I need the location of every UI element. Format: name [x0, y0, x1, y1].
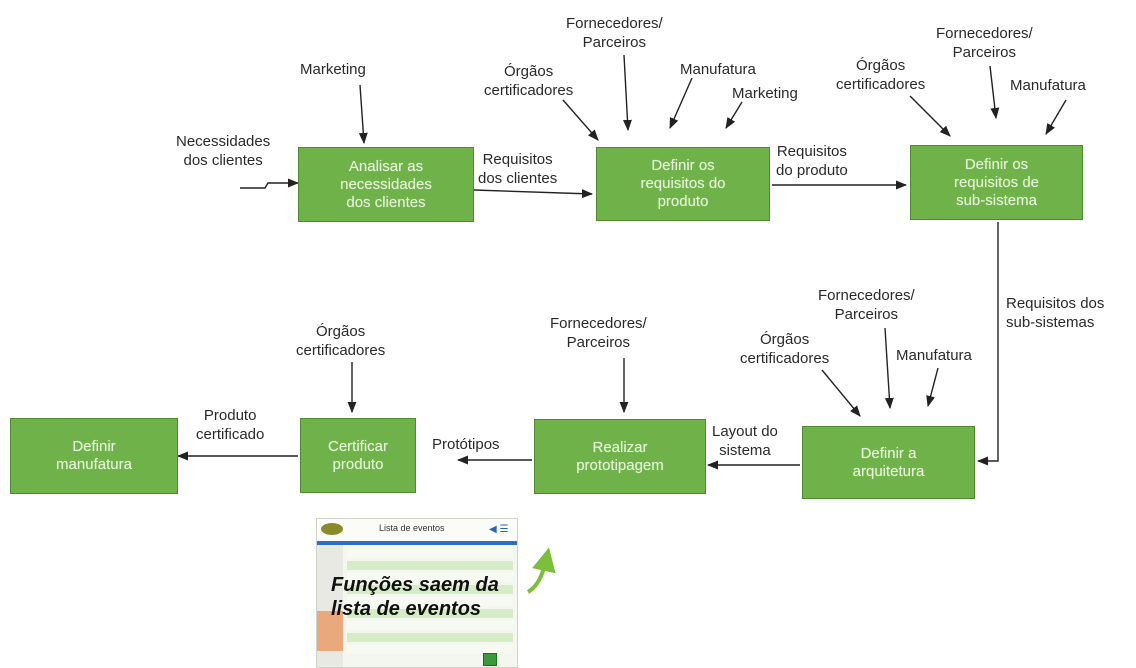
thumbnail-bar: [317, 541, 517, 545]
process-realizar-prototipagem: Realizar prototipagem: [534, 419, 706, 494]
event-list-thumbnail: Lista de eventos ◀ ☰ Funções saem da lis…: [316, 518, 518, 668]
label-orgaos-certificadores-2: Órgãos certificadores: [836, 57, 926, 93]
label-requisitos-clientes: Requisitos dos clientes: [478, 151, 558, 187]
thumbnail-row: [347, 633, 513, 642]
process-definir-requisitos-produto: Definir os requisitos do produto: [596, 147, 770, 221]
label-marketing-2: Marketing: [732, 85, 798, 102]
label-orgaos-certificadores-4: Órgãos certificadores: [296, 323, 386, 359]
arrow-analisar-to-produto: [473, 189, 594, 199]
label-fornecedores-2: Fornecedores/ Parceiros: [936, 25, 1033, 61]
label-marketing-1: Marketing: [300, 61, 366, 78]
thumbnail-highlight: [317, 611, 343, 651]
back-icon: ◀ ☰: [489, 524, 509, 535]
arrow-manufatura-2: [1045, 99, 1067, 135]
arrow-manufatura-1: [669, 77, 693, 130]
label-produto-certificado: Produto certificado: [196, 407, 265, 443]
label-orgaos-certificadores-1: Órgãos certificadores: [484, 63, 574, 99]
arrow-marketing-2: [725, 101, 743, 129]
label-prototipos: Protótipos: [432, 436, 500, 453]
label-layout-sistema: Layout do sistema: [712, 423, 778, 459]
arrow-marketing-1: [358, 84, 368, 145]
curve-arrow-icon: [526, 547, 556, 594]
logo-icon: [321, 523, 343, 535]
label-requisitos-produto: Requisitos do produto: [776, 143, 848, 179]
process-analisar-necessidades: Analisar as necessidades dos clientes: [298, 147, 474, 222]
label-necessidades-clientes: Necessidades dos clientes: [176, 133, 271, 169]
thumbnail-row: [347, 561, 513, 570]
thumbnail-row: [347, 549, 513, 558]
document-icon: [483, 653, 497, 666]
process-definir-requisitos-subsistema: Definir os requisitos de sub-sistema: [910, 145, 1083, 220]
thumbnail-header: [317, 519, 517, 541]
arrow-necessidades-in: [240, 178, 300, 189]
label-manufatura-2: Manufatura: [1010, 77, 1086, 94]
thumbnail-row: [347, 597, 513, 606]
arrow-fornecedores-1: [622, 54, 632, 132]
thumbnail-caption: Funções saem da lista de eventos: [331, 574, 499, 620]
thumbnail-row: [347, 645, 513, 654]
label-requisitos-subsistemas: Requisitos dos sub-sistemas: [1006, 295, 1105, 331]
label-fornecedores-1: Fornecedores/ Parceiros: [566, 15, 663, 51]
process-certificar-produto: Certificar produto: [300, 418, 416, 493]
label-fornecedores-3: Fornecedores/ Parceiros: [818, 287, 915, 323]
thumbnail-row: [347, 585, 513, 594]
label-fornecedores-4: Fornecedores/ Parceiros: [550, 315, 647, 351]
process-definir-manufatura: Definir manufatura: [10, 418, 178, 494]
arrow-fornecedores-3: [884, 327, 894, 410]
thumbnail-row: [347, 573, 513, 582]
process-definir-arquitetura: Definir a arquitetura: [802, 426, 975, 499]
arrow-subsistema-to-arquitetura: [976, 222, 999, 466]
arrow-fornecedores-2: [989, 65, 1000, 120]
label-manufatura-1: Manufatura: [680, 61, 756, 78]
label-orgaos-certificadores-3: Órgãos certificadores: [740, 331, 830, 367]
thumbnail-row: [347, 621, 513, 630]
arrow-orgaos-2: [909, 95, 951, 137]
arrow-manufatura-3: [926, 367, 939, 408]
label-manufatura-3: Manufatura: [896, 347, 972, 364]
thumbnail-title: Lista de eventos: [379, 523, 445, 533]
arrow-orgaos-1: [562, 99, 599, 141]
thumbnail-row: [347, 609, 513, 618]
arrow-orgaos-3: [821, 369, 861, 417]
